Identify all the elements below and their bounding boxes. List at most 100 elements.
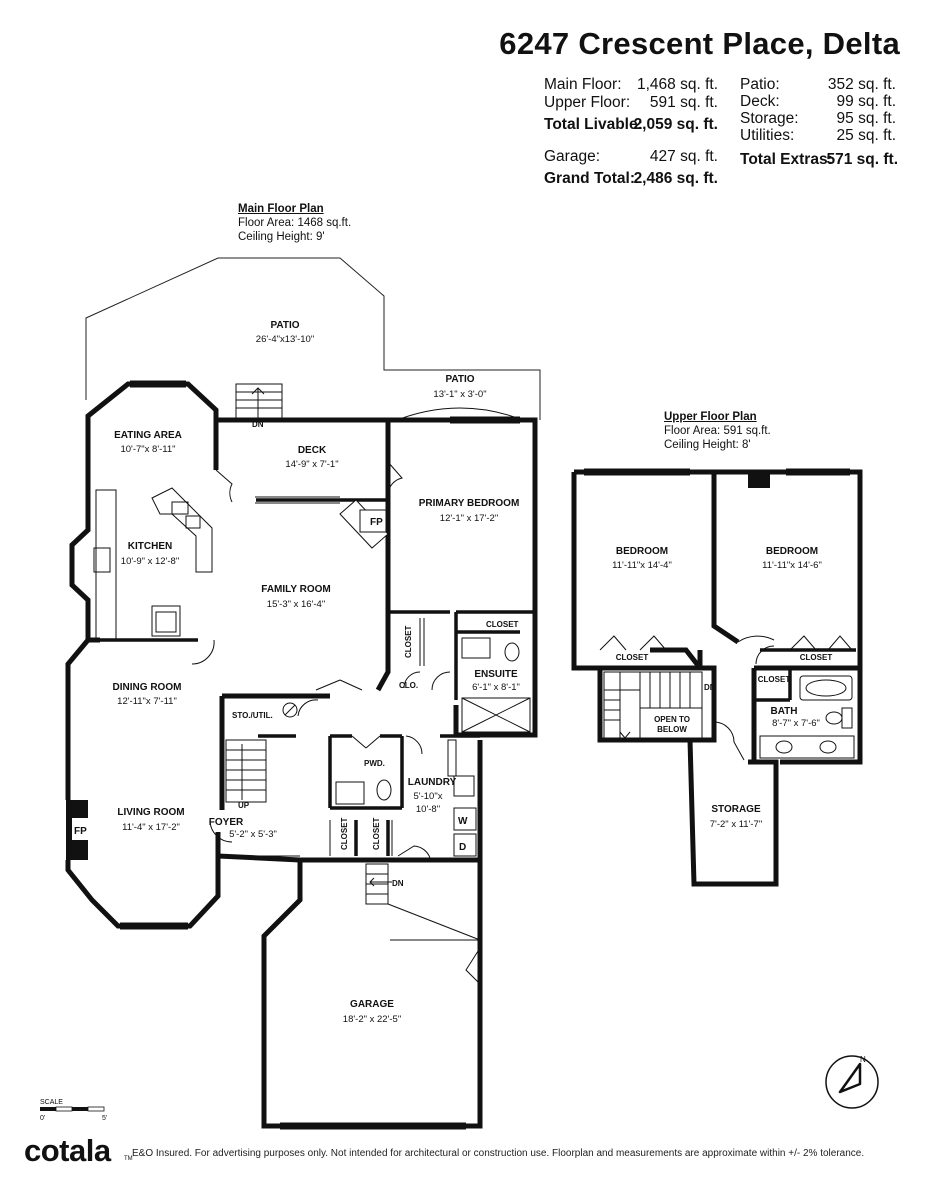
fireplace-icon [72, 818, 88, 840]
summary-value: 591 sq. ft. [649, 94, 718, 111]
scale-label: SCALE [40, 1099, 63, 1106]
area-summary: Main Floor: 1,468 sq. ft. Upper Floor: 5… [0, 0, 927, 200]
summary-label: Total Livable: [544, 116, 643, 133]
room-name: PRIMARY BEDROOM [419, 498, 520, 509]
room-name: DINING ROOM [113, 682, 182, 693]
room-name: GARAGE [350, 999, 394, 1010]
summary-value: 1,468 sq. ft. [637, 76, 718, 93]
room-dim: 11'-11"x 14'-6" [762, 560, 822, 571]
interior-walls [100, 498, 535, 856]
summary-label: Storage: [740, 110, 799, 127]
foyer-stairs [225, 739, 267, 803]
upper-interior-walls [754, 648, 856, 702]
room-dim: 5'-10"x [414, 791, 443, 802]
main-plan-header: Main Floor Plan Floor Area: 1468 sq.ft. … [238, 202, 351, 244]
closet-label: CLOSET [616, 653, 649, 662]
summary-label: Grand Total: [544, 170, 635, 187]
dn-label: DN [252, 420, 264, 429]
summary-label: Deck: [740, 93, 780, 110]
upper-windows [584, 468, 863, 756]
room-name: DECK [298, 445, 327, 456]
room-name: LIVING ROOM [117, 807, 184, 818]
room-dim: 10'-7"x 8'-11" [120, 444, 175, 455]
powder-fixtures [335, 779, 392, 805]
room-dim: 11'-4" x 17'-2" [122, 822, 180, 833]
main-plan-ceiling: Ceiling Height: 9' [238, 231, 325, 243]
summary-label: Garage: [544, 148, 601, 165]
main-walls [65, 381, 538, 1129]
open-to-below-label: OPEN TO [654, 715, 690, 724]
water-heater-icon [282, 702, 298, 718]
summary-label: Utilities: [740, 127, 795, 144]
room-dim: 26'-4"x13'-10" [256, 334, 314, 345]
summary-value: 571 sq. ft. [826, 151, 899, 168]
room-dim: 14'-9" x 7'-1" [285, 459, 338, 470]
summary-value: 352 sq. ft. [827, 76, 896, 93]
open-to-below-label: BELOW [657, 725, 687, 734]
room-name: PATIO [445, 374, 474, 385]
up-label: UP [238, 801, 250, 810]
room-dim: 5'-2" x 5'-3" [229, 829, 277, 840]
upper-plan-area: Floor Area: 591 sq.ft. [664, 425, 771, 437]
room-dim: 7'-2" x 11'-7" [710, 819, 762, 830]
brand-logo: cotala [24, 1133, 111, 1168]
room-name: EATING AREA [114, 430, 182, 441]
fireplace-icon [339, 499, 389, 549]
closet-doors [329, 618, 425, 856]
closet-label: CLOSET [372, 817, 381, 850]
room-name: STORAGE [711, 804, 761, 815]
closet-label: CLOSET [486, 620, 519, 629]
closet-label: CLOSET [340, 817, 349, 850]
upper-plan-header: Upper Floor Plan Floor Area: 591 sq.ft. … [664, 410, 771, 452]
room-name: KITCHEN [128, 541, 172, 552]
room-dim: 10'-9" x 12'-8" [121, 556, 179, 567]
closet-label: CLOSET [800, 653, 833, 662]
room-name: LAUNDRY [408, 777, 457, 788]
primary-bay-arc [391, 407, 529, 423]
summary-label: Main Floor: [544, 76, 622, 93]
room-name: PATIO [270, 320, 299, 331]
room-name: BEDROOM [766, 546, 818, 557]
page-title: 6247 Crescent Place, Delta [499, 26, 900, 61]
ensuite-fixtures [461, 611, 531, 733]
room-name: FOYER [209, 817, 244, 828]
summary-label: Patio: [740, 76, 780, 93]
fp-label: FP [370, 517, 383, 528]
north-label: N [860, 1055, 866, 1064]
closet-label: CLOSET [404, 625, 413, 658]
room-dim: 6'-1" x 8'-1" [472, 682, 520, 693]
patio-outline [85, 257, 541, 420]
summary-value: 427 sq. ft. [649, 148, 718, 165]
garage-stairs [365, 863, 481, 941]
scale-min: 0' [40, 1115, 45, 1122]
room-dim: 12'-1" x 17'-2" [440, 513, 498, 524]
deck-stairs [235, 383, 283, 419]
disclaimer: E&O Insured. For advertising purposes on… [132, 1148, 865, 1159]
upper-plan-heading: Upper Floor Plan [664, 411, 757, 423]
scale-max: 5' [102, 1115, 107, 1122]
room-dim: 8'-7" x 7'-6" [772, 718, 820, 729]
summary-value: 25 sq. ft. [836, 127, 896, 144]
upper-doors [599, 635, 853, 761]
clo-label: CLO. [399, 681, 418, 690]
room-dim: 15'-3" x 16'-4" [267, 599, 325, 610]
laundry-fixtures [447, 739, 477, 857]
windows [65, 380, 538, 1130]
room-dim: 12'-11"x 7'-11" [117, 696, 177, 707]
summary-value: 2,486 sq. ft. [633, 170, 718, 187]
chimney-icon [748, 472, 770, 488]
room-name: FAMILY ROOM [261, 584, 330, 595]
summary-value: 95 sq. ft. [836, 110, 896, 127]
summary-label: Upper Floor: [544, 94, 631, 111]
dn-label: DN [392, 879, 404, 888]
room-name: BATH [770, 706, 797, 717]
north-compass-icon [825, 1055, 879, 1109]
closet-label: CLOSET [758, 675, 791, 684]
door-swings [191, 461, 481, 985]
summary-label: Total Extras: [740, 151, 833, 168]
main-plan-area: Floor Area: 1468 sq.ft. [238, 217, 352, 229]
sto-util-label: STO./UTIL. [232, 711, 273, 720]
summary-value: 99 sq. ft. [836, 93, 896, 110]
upper-walls [571, 469, 863, 887]
